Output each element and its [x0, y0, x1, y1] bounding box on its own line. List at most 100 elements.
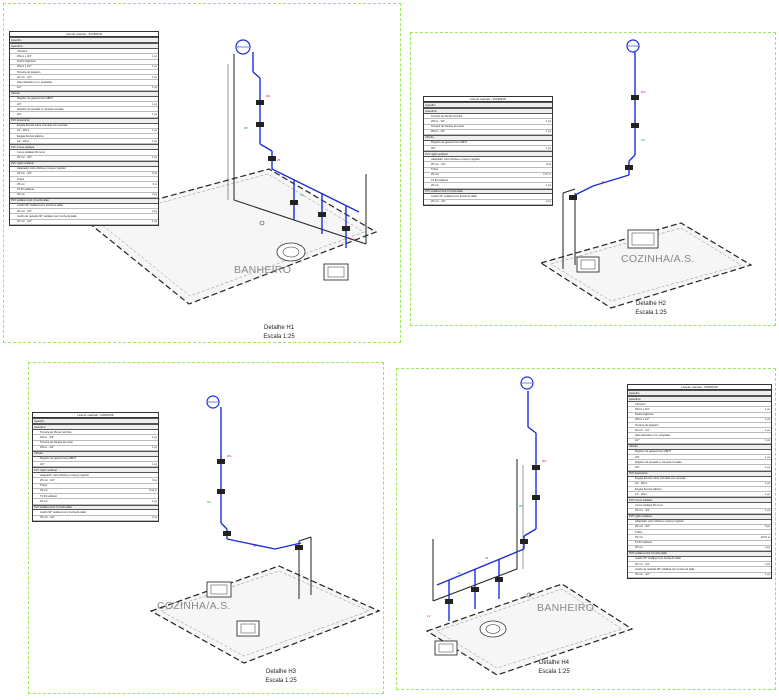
table-title: Lista de materiais - SUPERIOR: [33, 413, 158, 419]
table-row: Adaptador curto c/bolsa e rosca p/ regis…: [628, 520, 771, 525]
item-name: 25 mm: [17, 193, 25, 197]
item-quantity: 3 pç: [546, 162, 551, 166]
table-row: 25mm - 3/4"1 pç: [33, 435, 158, 441]
item-name: 25 mm - 3/4": [40, 478, 55, 482]
sink-fixture: [323, 263, 349, 281]
table-row: 25mm x 3/4"1 pç: [628, 407, 771, 413]
table-row: Engate flexível plástico: [628, 487, 771, 493]
item-quantity: 1 pç: [152, 156, 157, 160]
item-name: Adaptador curto c/bolsa e rosca p/ regis…: [17, 167, 66, 171]
detail-title: Detalhe H2: [635, 301, 667, 307]
table-header: Aparelho: [10, 37, 158, 44]
item-quantity: 1 pç: [546, 183, 551, 187]
table-section-header: PVC rígido soldável: [33, 467, 158, 474]
item-quantity: 1 pç: [152, 499, 157, 503]
item-name: Torneira de Tanque de Lavar: [431, 125, 464, 129]
isometric-drawing-h3: RG AC 25: [149, 395, 381, 664]
item-name: 25 mm - 3/4": [635, 562, 650, 566]
riser-badge-icon: [520, 376, 534, 390]
svg-text:25: 25: [277, 158, 281, 162]
item-name: 25mm - 3/4": [40, 446, 55, 450]
item-name: Joelho 90° soldável com bucha de latão: [40, 510, 86, 514]
item-name: Registro de gaveta bruto ABNT: [17, 97, 53, 101]
table-row: 20 mm - 1/2"1 pç: [10, 75, 158, 81]
svg-text:25: 25: [485, 556, 489, 560]
item-name: Tubos: [431, 168, 439, 172]
item-name: Chuveiro: [17, 49, 28, 53]
svg-text:AC: AC: [641, 138, 646, 142]
table-section-header: PVC soldável azul c/ bucha latão: [628, 551, 771, 557]
table-section-header: Aparelhos: [424, 108, 552, 115]
item-name: 25 mm: [17, 182, 25, 186]
item-name: Torneira de Pia de Cozinha: [40, 430, 72, 434]
item-quantity: 1 pç: [152, 54, 157, 58]
table-row: Tubos: [10, 177, 158, 183]
pipe-labels: RG AC 25: [601, 90, 646, 184]
drain-icon: [259, 220, 265, 226]
item-name: Registro de pressão c/ canopla cromada: [635, 460, 682, 464]
table-row: Joelho 90° soldável com bucha de latão: [628, 557, 771, 563]
kitchen-sink-fixture: [236, 620, 260, 637]
item-name: Adaptador curto c/bolsa e rosca p/ regis…: [40, 473, 89, 477]
detail-panel-h4: RG RP 25 CH LV Lista de materiais - SUPE…: [396, 368, 776, 690]
table-row: Registro de pressão c/ canopla cromada: [628, 460, 771, 466]
item-quantity: 1 pç: [765, 418, 770, 422]
svg-text:AC: AC: [207, 500, 212, 504]
item-name: Engate flexível cobre cromado com canopl…: [17, 124, 68, 128]
floor-slab-inner: [95, 173, 365, 297]
room-label: COZINHA/A.S.: [157, 600, 231, 612]
detail-scale: Escala 1:25: [538, 669, 570, 675]
table-row: Torneira de lavatório: [628, 423, 771, 429]
table-title: Lista de materiais - SUPERIOR: [628, 385, 771, 391]
item-name: 20 mm - 1/2": [17, 75, 32, 79]
item-quantity: 1 pç: [152, 462, 157, 466]
item-name: Tê 90 soldável: [635, 541, 652, 545]
table-section-header: PVC rígido soldável: [10, 160, 158, 167]
table-row: Curva soldável 90 curva: [10, 150, 158, 156]
item-name: 25 mm - 3/4": [17, 209, 32, 213]
item-name: Tê 90 soldável: [17, 188, 34, 192]
item-name: 25 mm: [40, 489, 48, 493]
table-row: 3/4"1 pç: [10, 102, 158, 108]
item-quantity: 1 pç: [152, 112, 157, 116]
item-quantity: 5 pç: [152, 172, 157, 176]
table-row: Registro de gaveta bruto ABNT: [424, 141, 552, 147]
table-section-header: PVC rígido soldável: [628, 513, 771, 520]
table-row: 25 mm - 3/4" 3 pç: [424, 162, 552, 168]
item-name: 25 mm - 3/4": [431, 162, 446, 166]
item-name: 25 mm - 3/4": [17, 172, 32, 176]
item-quantity: 1 pç: [152, 139, 157, 143]
table-row: 3/4"1 pç: [628, 455, 771, 461]
item-name: Tê 90 soldável: [40, 494, 57, 498]
table-section-header: Aparelhos: [628, 396, 771, 403]
table-row: Joelho de redução 90° soldável com bucha…: [628, 567, 771, 573]
table-row: 25 mm - 1/2"1 pç: [10, 220, 158, 225]
materials-table: Lista de materiais - SUPERIOR Aparelho A…: [627, 384, 772, 579]
item-name: 25mm - 3/4": [40, 435, 55, 439]
item-quantity: 1 pç: [152, 220, 157, 224]
item-name: Tubos: [635, 530, 643, 534]
item-name: Joelho 90° soldável com bucha de latão: [431, 194, 477, 198]
item-name: 3/4": [635, 465, 640, 469]
table-row: Tê 90 soldável: [424, 178, 552, 184]
table-section-header: PVC soldável azul c/ bucha latão: [33, 504, 158, 511]
table-row: Chuveiro: [628, 402, 771, 408]
item-name: Engate flexível cobre cromado com canopl…: [635, 477, 686, 481]
svg-text:LV: LV: [350, 237, 353, 241]
riser-badge-icon: [626, 39, 640, 53]
item-name: 25 mm - 3/4": [40, 516, 55, 520]
table-header: Aparelho: [424, 102, 552, 109]
detail-scale: Escala 1:25: [635, 310, 667, 316]
item-name: Torneira de lavatório: [17, 70, 41, 74]
item-name: 1/2 - 30cm: [635, 482, 648, 486]
item-name: 25 mm - 3/4": [635, 525, 650, 529]
svg-text:RG: RG: [641, 90, 646, 94]
item-name: 25 mm - 1/2": [635, 573, 650, 577]
